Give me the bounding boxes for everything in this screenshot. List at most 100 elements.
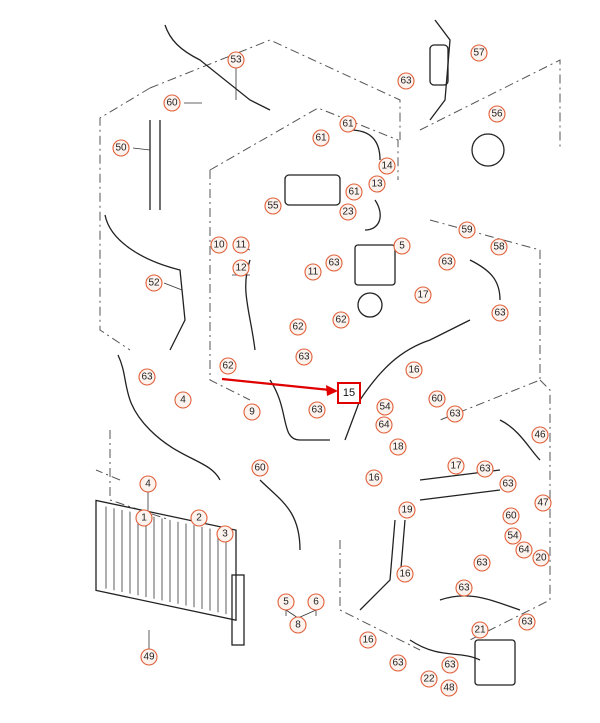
svg-text:9: 9 [249,407,255,418]
callout-21: 21 [471,621,489,639]
svg-text:62: 62 [335,315,347,326]
callout-49: 49 [140,648,158,666]
callout-46: 46 [531,426,549,444]
callout-8: 8 [289,616,307,634]
callout-62: 62 [332,311,350,329]
callout-60: 60 [428,390,446,408]
svg-text:63: 63 [311,405,323,416]
callout-63: 63 [473,554,491,572]
callout-48: 48 [440,679,458,697]
callout-5: 5 [393,237,411,255]
svg-text:2: 2 [196,513,202,524]
callout-20: 20 [532,549,550,567]
svg-text:18: 18 [392,442,404,453]
callout-50: 50 [112,139,130,157]
highlight-label: 15 [343,387,355,399]
callout-57: 57 [470,44,488,62]
callout-4: 4 [174,391,192,409]
callout-17: 17 [447,457,465,475]
svg-text:64: 64 [518,545,530,556]
callout-17: 17 [414,286,432,304]
svg-text:60: 60 [254,463,266,474]
callout-63: 63 [325,254,343,272]
svg-text:14: 14 [381,161,393,172]
callout-60: 60 [163,94,181,112]
callout-1: 1 [135,509,153,527]
svg-text:4: 4 [145,479,151,490]
svg-text:60: 60 [431,394,443,405]
svg-text:8: 8 [295,620,301,631]
svg-text:63: 63 [449,409,461,420]
svg-text:4: 4 [180,395,186,406]
svg-text:63: 63 [298,352,310,363]
svg-text:3: 3 [222,529,228,540]
callout-61: 61 [345,183,363,201]
svg-text:63: 63 [521,617,533,628]
svg-text:63: 63 [476,558,488,569]
pipes [104,19,501,611]
callout-63: 63 [476,460,494,478]
svg-text:58: 58 [493,242,505,253]
callout-10: 10 [210,236,228,254]
svg-text:54: 54 [507,531,519,542]
svg-text:23: 23 [342,207,354,218]
callout-55: 55 [264,197,282,215]
callout-11: 11 [232,236,250,254]
svg-text:55: 55 [267,201,279,212]
svg-text:17: 17 [417,290,429,301]
svg-text:5: 5 [399,241,405,252]
components [284,44,516,686]
callout-2: 2 [190,509,208,527]
svg-text:5: 5 [283,597,289,608]
callout-64: 64 [375,416,393,434]
svg-text:64: 64 [378,420,390,431]
svg-text:20: 20 [535,553,547,564]
svg-text:16: 16 [368,473,380,484]
callout-63: 63 [389,654,407,672]
callout-6: 6 [307,593,325,611]
callout-56: 56 [488,105,506,123]
svg-text:21: 21 [474,625,486,636]
callout-14: 14 [378,157,396,175]
callout-22: 22 [420,670,438,688]
svg-text:12: 12 [235,263,247,274]
svg-text:63: 63 [441,257,453,268]
callout-3: 3 [216,525,234,543]
svg-text:13: 13 [371,179,383,190]
callout-16: 16 [365,469,383,487]
svg-text:10: 10 [213,240,225,251]
callout-63: 63 [308,401,326,419]
callout-13: 13 [368,175,386,193]
callout-62: 62 [289,318,307,336]
svg-text:53: 53 [230,55,242,66]
radiator [95,499,245,646]
callout-54: 54 [504,527,522,545]
callout-11: 11 [304,263,322,281]
svg-text:63: 63 [400,76,412,87]
svg-text:22: 22 [423,674,435,685]
svg-text:63: 63 [328,258,340,269]
callout-61: 61 [312,129,330,147]
svg-text:16: 16 [408,365,420,376]
svg-text:16: 16 [399,569,411,580]
svg-text:60: 60 [166,98,178,109]
callout-63: 63 [438,253,456,271]
callout-60: 60 [251,459,269,477]
callouts: 57 63 53 60 56 61 50 61 14 61 13 55 23 1… [112,44,552,697]
svg-text:52: 52 [148,278,160,289]
callout-16: 16 [405,361,423,379]
callout-16: 16 [396,565,414,583]
svg-text:48: 48 [443,683,455,694]
callout-63: 63 [499,475,517,493]
callout-64: 64 [515,541,533,559]
callout-53: 53 [227,51,245,69]
svg-text:57: 57 [473,48,485,59]
svg-text:62: 62 [292,322,304,333]
callout-60: 60 [502,507,520,525]
callout-4: 4 [139,475,157,493]
callout-16: 16 [359,631,377,649]
callout-47: 47 [534,494,552,512]
callout-63: 63 [441,656,459,674]
svg-text:63: 63 [392,658,404,669]
